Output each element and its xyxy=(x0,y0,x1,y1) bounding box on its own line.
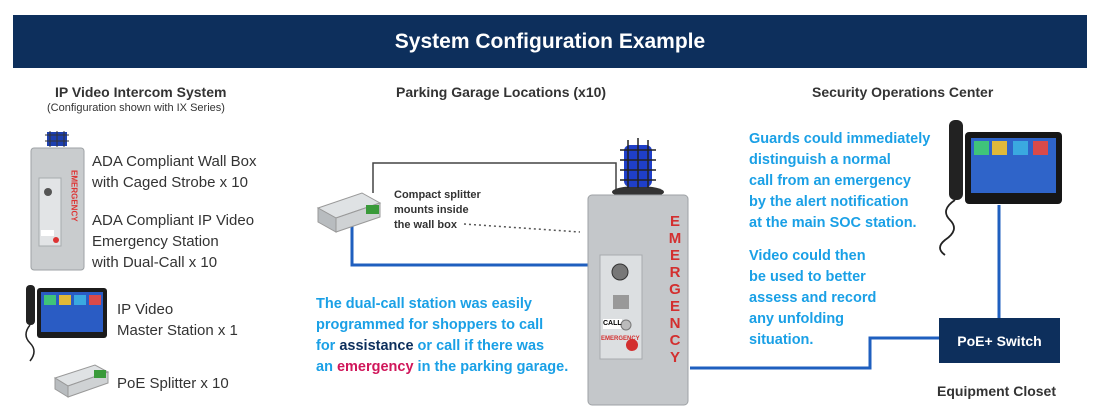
soc-p1-line5: at the main SOC station. xyxy=(749,215,917,231)
equipment-closet-label: Equipment Closet xyxy=(937,383,1057,399)
emergency-button-label: EMERGENCY xyxy=(601,336,640,342)
splitter-note-line1: Compact splitter xyxy=(394,189,481,201)
dual-call-line3-a: for xyxy=(316,338,340,354)
item-station-line2: Emergency Station xyxy=(92,233,219,250)
soc-p2-line1: Video could then xyxy=(749,248,866,264)
item-master-line2: Master Station x 1 xyxy=(117,322,238,339)
dual-call-description: The dual-call station was easily program… xyxy=(316,294,568,378)
item-station-line3: with Dual-Call x 10 xyxy=(92,254,218,271)
blue-cable-left xyxy=(350,226,590,267)
item-wallbox-line2: with Caged Strobe x 10 xyxy=(92,174,248,191)
assistance-word: assistance xyxy=(339,338,414,354)
call-button-label: CALL xyxy=(603,320,622,327)
left-heading: IP Video Intercom System xyxy=(55,84,227,100)
splitter-note: Compact splitter mounts inside the wall … xyxy=(394,188,481,233)
dual-call-line4-c: in the parking garage. xyxy=(413,359,569,375)
item-master-line1: IP Video xyxy=(117,301,174,318)
station-emergency-text: EMERGENCY xyxy=(668,213,682,366)
item-wallbox: ADA Compliant Wall Box with Caged Strobe… xyxy=(92,151,257,193)
soc-paragraph-1: Guards could immediately distinguish a n… xyxy=(749,129,930,234)
soc-p1-line1: Guards could immediately xyxy=(749,131,931,147)
soc-p2-line2: be used to better xyxy=(749,269,866,285)
item-master-station: IP Video Master Station x 1 xyxy=(117,299,238,341)
master-station-icon xyxy=(25,285,107,362)
dotted-pointer xyxy=(463,223,581,233)
dual-call-line3: for assistance or call if there was xyxy=(316,336,568,357)
soc-p1-line3: call from an emergency xyxy=(749,173,911,189)
poe-switch-box: PoE+ Switch xyxy=(939,318,1060,363)
data-cable xyxy=(372,162,617,193)
poe-splitter-icon xyxy=(53,364,110,398)
soc-p1-line2: distinguish a normal xyxy=(749,152,891,168)
compact-splitter-icon xyxy=(316,192,382,233)
item-splitter-line1: PoE Splitter x 10 xyxy=(117,375,229,392)
item-wallbox-line1: ADA Compliant Wall Box xyxy=(92,153,257,170)
middle-heading: Parking Garage Locations (x10) xyxy=(396,84,607,100)
item-emergency-station: ADA Compliant IP Video Emergency Station… xyxy=(92,210,254,273)
soc-master-station-icon xyxy=(939,120,1062,256)
dual-call-line4: an emergency in the parking garage. xyxy=(316,357,568,378)
splitter-note-line3: the wall box xyxy=(394,219,457,231)
soc-paragraph-2: Video could then be used to better asses… xyxy=(749,246,876,351)
emergency-station-icon xyxy=(587,138,689,406)
dual-call-line1: The dual-call station was easily xyxy=(316,296,532,312)
dual-call-line4-a: an xyxy=(316,359,337,375)
soc-p2-line5: situation. xyxy=(749,332,814,348)
emergency-word: emergency xyxy=(336,359,414,375)
banner-title: System Configuration Example xyxy=(394,29,706,53)
left-subheading: (Configuration shown with IX Series) xyxy=(47,102,225,114)
soc-p2-line4: any unfolding xyxy=(749,311,845,327)
title-banner: System Configuration Example xyxy=(13,15,1087,68)
soc-p1-line4: by the alert notification xyxy=(749,194,909,210)
dual-call-line3-c: or call if there was xyxy=(413,338,545,354)
blue-cable-right xyxy=(690,336,939,370)
item-poe-splitter: PoE Splitter x 10 xyxy=(117,373,229,394)
right-heading: Security Operations Center xyxy=(812,84,994,100)
svg-text:EMERGENCY: EMERGENCY xyxy=(70,170,79,222)
soc-p2-line3: assess and record xyxy=(749,290,877,306)
dual-call-line2: programmed for shoppers to call xyxy=(316,317,544,333)
splitter-note-line2: mounts inside xyxy=(394,204,469,216)
wallbox-strobe-icon: EMERGENCY xyxy=(30,131,85,271)
poe-switch-label: PoE+ Switch xyxy=(957,332,1042,349)
item-station-line1: ADA Compliant IP Video xyxy=(92,212,255,229)
